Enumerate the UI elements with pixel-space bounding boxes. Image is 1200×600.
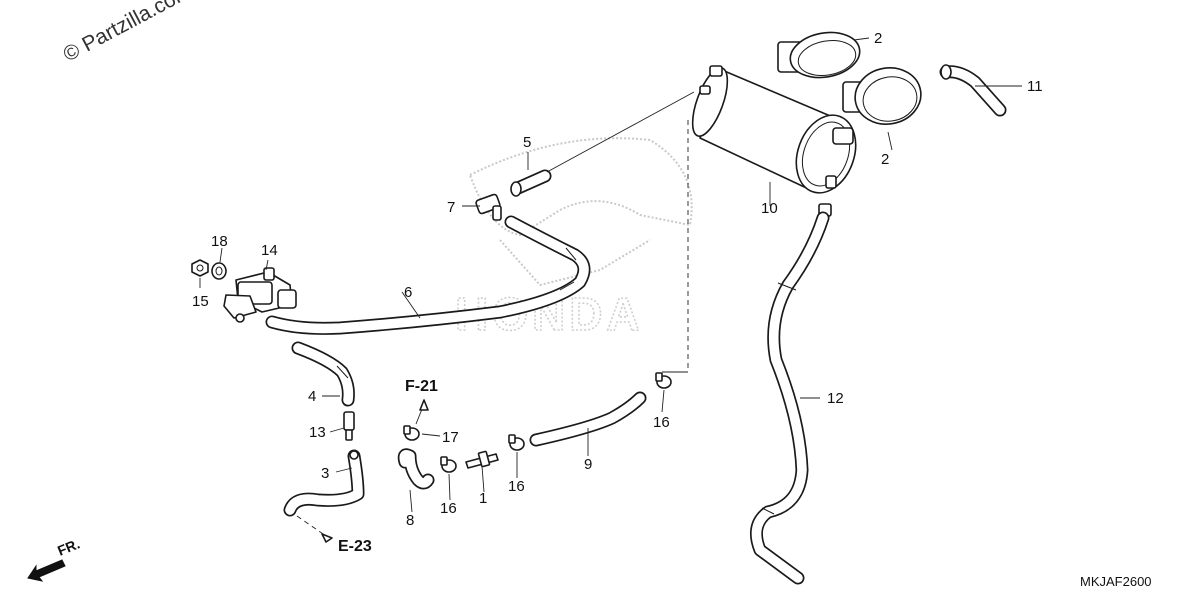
band-part-2-lower [842,67,922,125]
callout-8: 8 [406,512,414,529]
callout-16-right: 16 [653,414,670,431]
callout-4: 4 [308,388,316,405]
hose-part-8 [397,448,435,490]
callout-12: 12 [827,390,844,407]
hose-part-9 [529,391,647,447]
joint-part-1 [465,450,499,469]
diagram-code: MKJAF2600 [1080,574,1152,589]
callout-5: 5 [523,134,531,151]
callout-6: 6 [404,284,412,301]
callout-16-left: 16 [440,500,457,517]
callout-7: 7 [447,199,455,216]
callout-13: 13 [309,424,326,441]
solenoid-valve-part-14 [223,267,297,323]
nut-part-15 [191,259,209,277]
joint-part-7 [475,193,502,221]
front-direction-label: FR. [55,535,82,558]
clamp-part-16-left [440,456,457,473]
hose-part-12 [749,211,830,585]
callout-11: 11 [1027,78,1043,95]
front-direction-arrow: FR. [27,535,82,582]
canister-part-10 [691,65,857,217]
callout-14: 14 [261,242,278,259]
callout-2-lower: 2 [881,151,889,168]
joint-part-13 [343,411,355,441]
grommet-part-18 [211,262,227,280]
dashed-line-e23 [296,515,327,537]
band-part-2-upper [777,31,861,79]
tube-part-5 [510,169,552,197]
hose-part-3 [283,449,365,517]
callout-16-middle: 16 [508,478,525,495]
clamp-part-16-right [655,372,672,389]
callout-10: 10 [761,200,778,217]
callout-3: 3 [321,465,329,482]
callout-18: 18 [211,233,228,250]
reference-f21[interactable]: F-21 [405,378,438,395]
tube-part-11 [939,64,1007,117]
hose-part-4 [291,341,355,407]
callout-15: 15 [192,293,209,310]
callout-9: 9 [584,456,592,473]
watermark-text: © Partzilla.com [60,0,196,66]
hose-part-6 [265,215,591,335]
arrowhead-f21 [419,399,429,411]
clamp-part-16-middle [508,434,525,451]
arrowhead-e23 [321,533,333,543]
callout-1: 1 [479,490,487,507]
callout-17: 17 [442,429,459,446]
reference-e23[interactable]: E-23 [338,538,372,555]
callout-2-upper: 2 [874,30,882,47]
clamp-part-17 [403,425,420,441]
